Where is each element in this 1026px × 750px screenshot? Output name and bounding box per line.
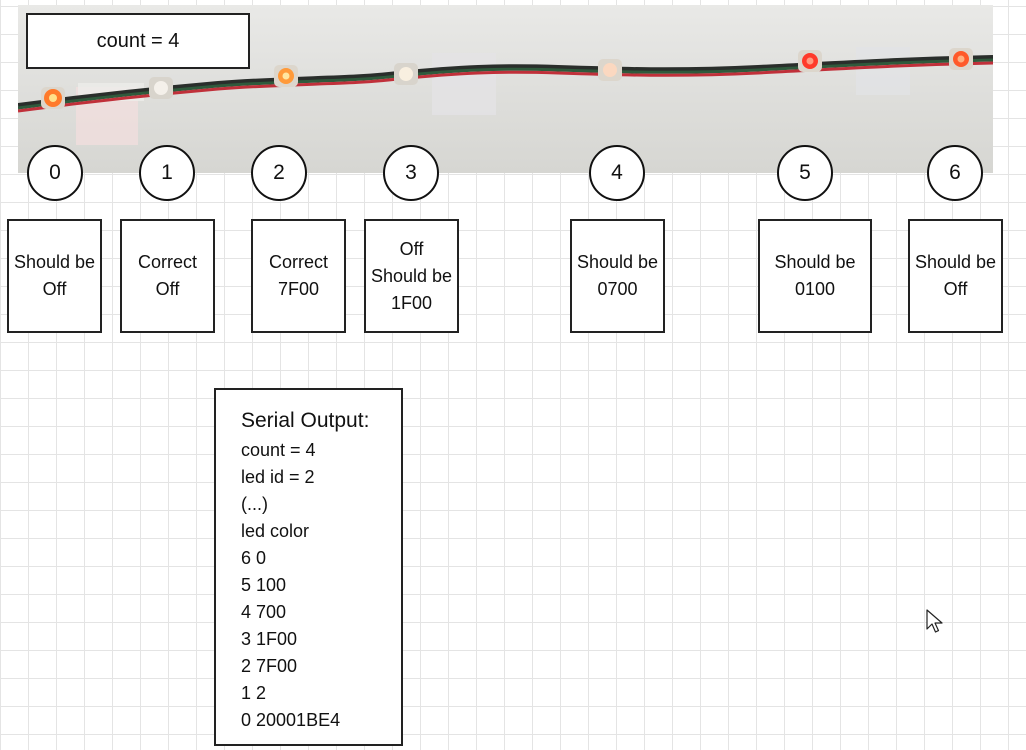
count-label-box: count = 4 [26,13,250,69]
status-line: Should be [13,252,96,272]
status-line: Correct [268,252,328,272]
tape-piece [856,47,910,95]
serial-line: 5 100 [241,575,287,595]
led-6 [949,48,973,70]
serial-line: 1 2 [241,683,267,703]
status-line: 1F00 [390,292,433,313]
serial-line: led id = 2 [241,467,315,487]
status-line: 0700 [597,279,638,299]
led-index-2: 2 [251,145,307,201]
status-line: 7F00 [277,279,320,299]
status-line: Off [155,279,180,299]
status-line: Should be [576,252,659,272]
serial-line: count = 4 [241,440,316,460]
tape-piece [432,53,496,115]
led-status-3: Off Should be 1F00 [364,219,459,333]
status-line: Off [943,279,968,299]
led-status-2: Correct 7F00 [251,219,346,333]
led-0 [41,87,65,109]
status-line: Off [399,238,424,259]
status-line: Should be [370,265,453,286]
status-line: Off [42,279,67,299]
status-line: Correct [137,252,197,272]
led-1 [149,77,173,99]
led-2 [274,65,298,87]
serial-line: 4 700 [241,602,287,622]
status-line: Should be [914,252,997,272]
led-status-5: Should be 0100 [758,219,872,333]
led-strip-photo [18,5,993,173]
led-index-4: 4 [589,145,645,201]
serial-output-box: Serial Output: count = 4 led id = 2 (...… [214,388,403,746]
serial-line: (...) [241,494,268,514]
status-line: 0100 [794,279,836,299]
serial-line: 3 1F00 [241,629,298,649]
led-status-1: Correct Off [120,219,215,333]
led-status-0: Should be Off [7,219,102,333]
serial-line: 0 20001BE4 [241,710,341,730]
serial-line: 6 0 [241,548,267,568]
led-index-0: 0 [27,145,83,201]
led-status-6: Should be Off [908,219,1003,333]
count-label: count = 4 [96,29,180,52]
led-3 [394,63,418,85]
led-strip-illustration [18,47,993,145]
mouse-cursor-icon [926,609,943,633]
serial-output-title: Serial Output: [241,409,370,432]
led-index-6: 6 [927,145,983,201]
led-index-3: 3 [383,145,439,201]
led-5 [798,50,822,72]
status-line: Should be [774,252,856,272]
serial-line: 2 7F00 [241,656,298,676]
led-4 [598,59,622,81]
serial-line: led color [241,521,310,541]
led-index-5: 5 [777,145,833,201]
led-status-4: Should be 0700 [570,219,665,333]
led-index-1: 1 [139,145,195,201]
